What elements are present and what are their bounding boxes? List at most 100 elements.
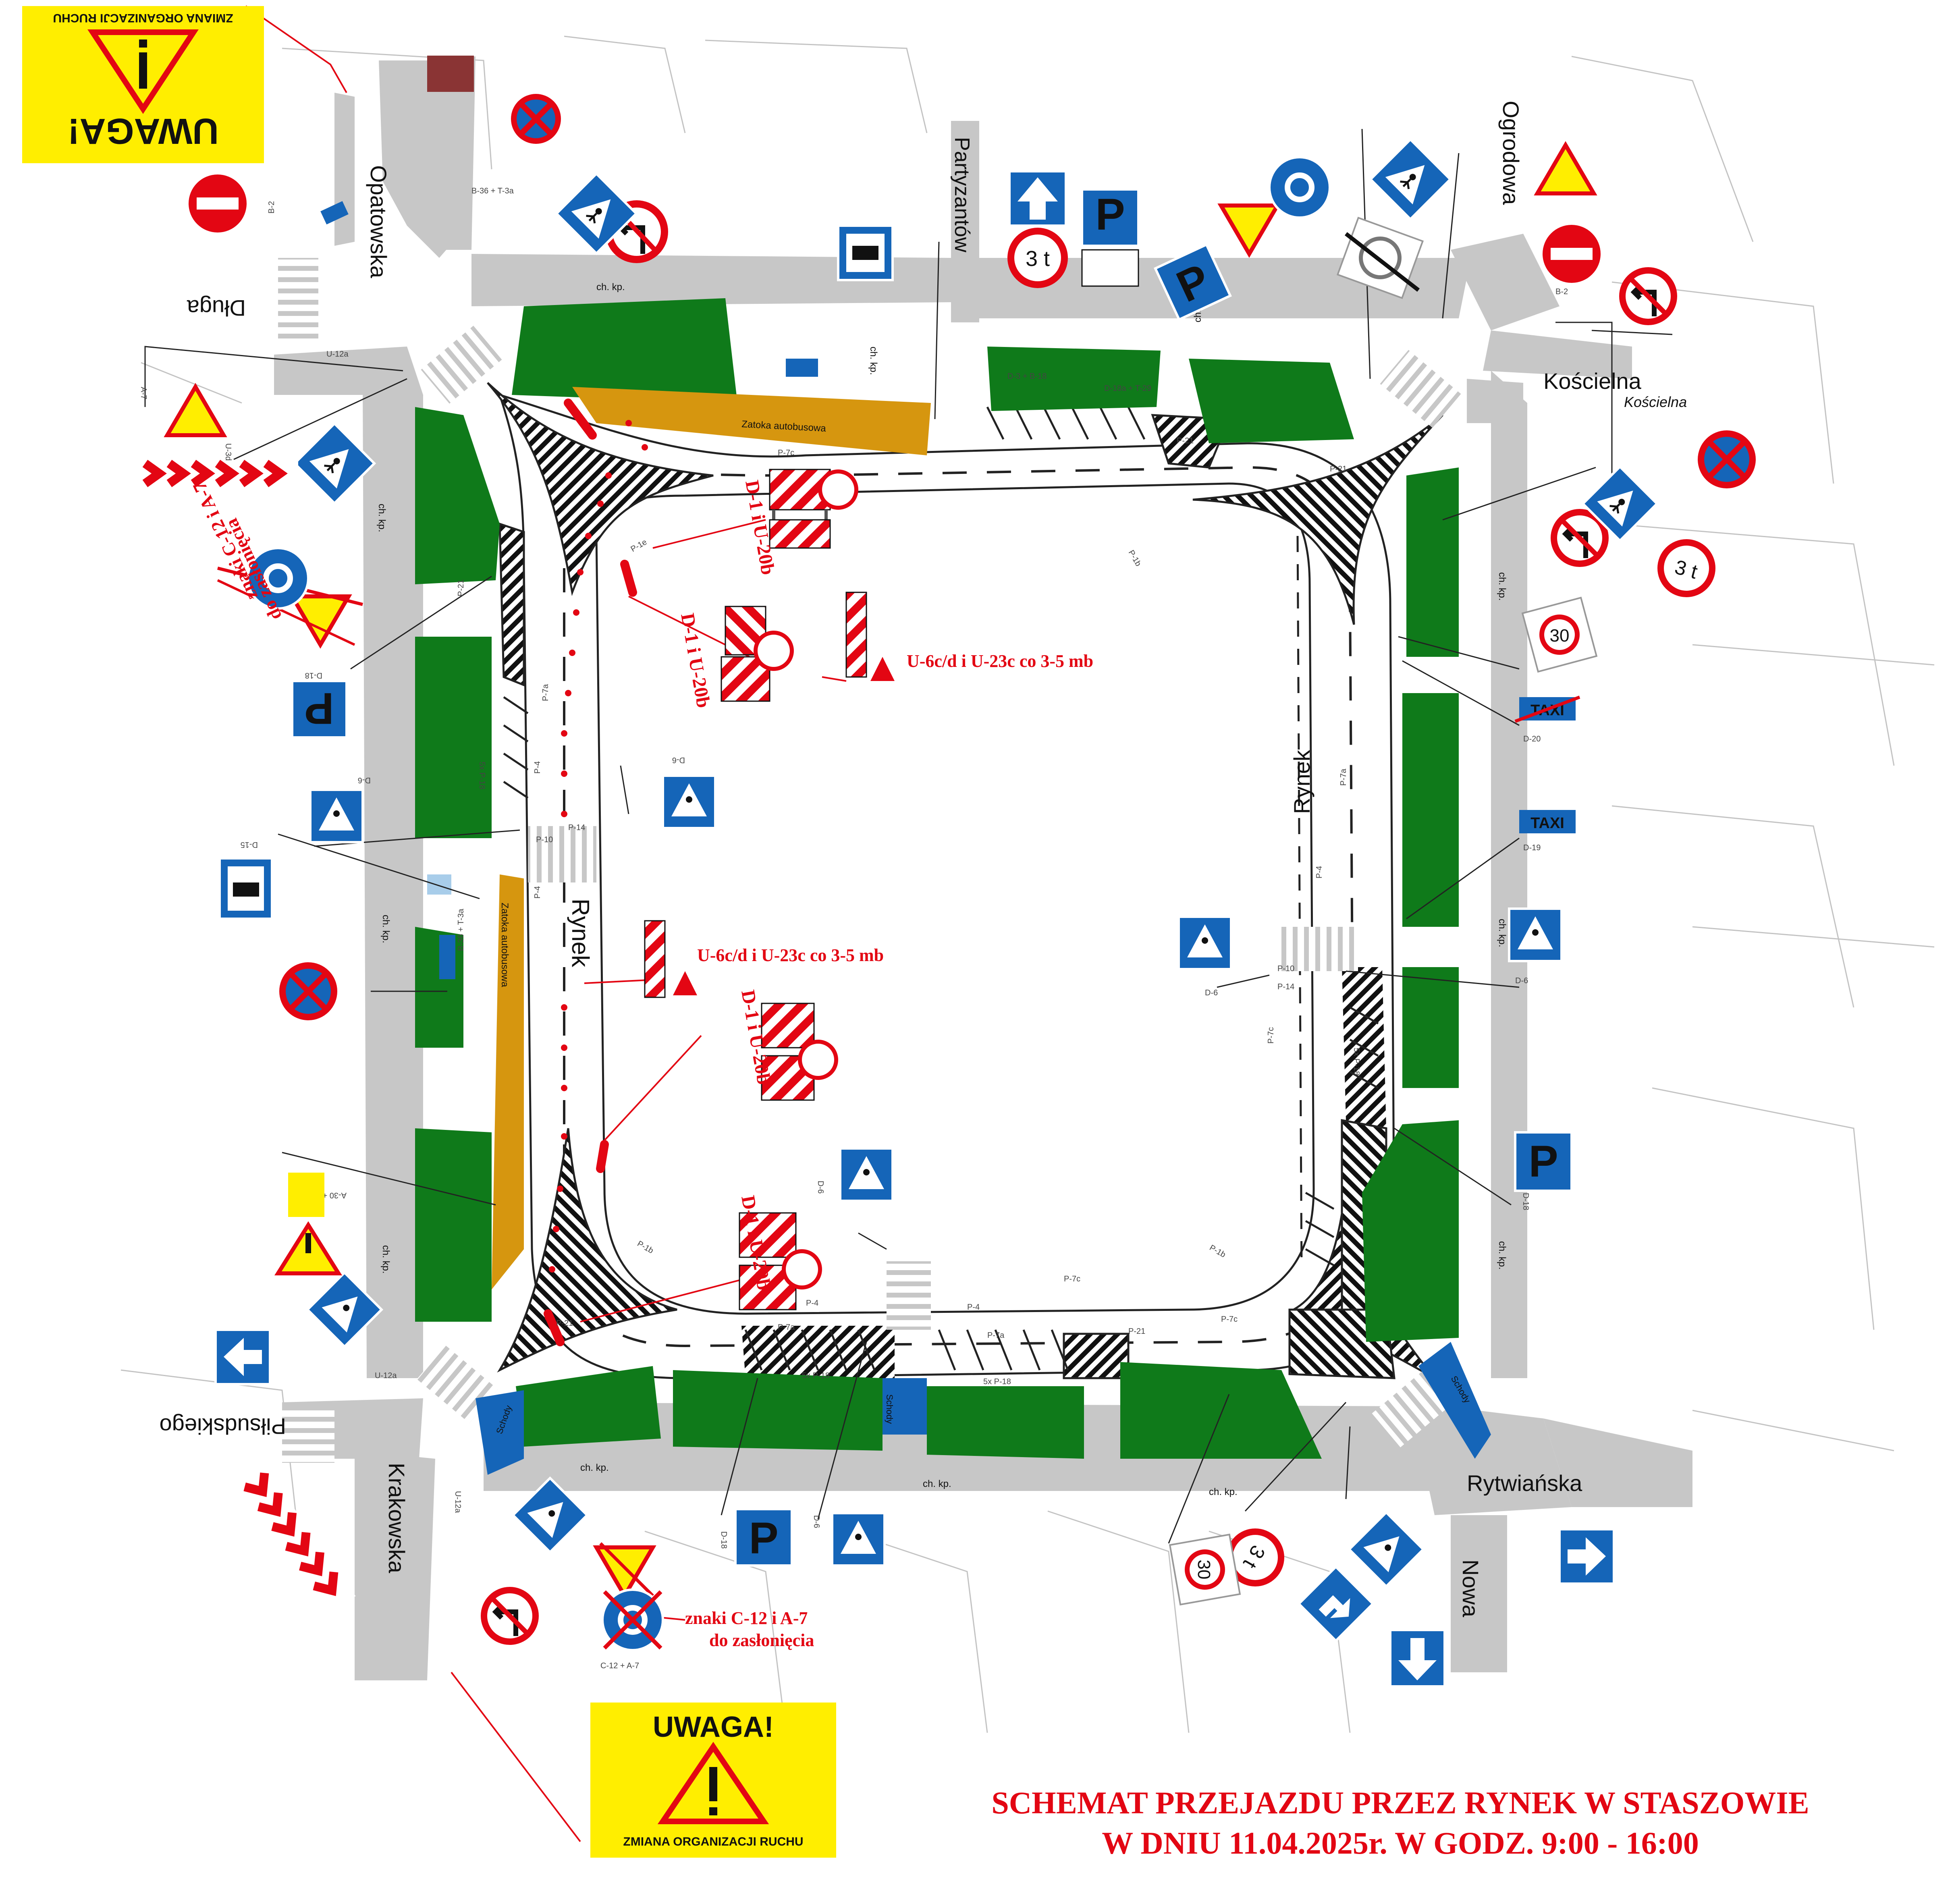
barrier-board-icon [761,1003,838,1101]
sign-code: P-4 [533,761,542,774]
weight-limit-value: 3 t [1026,247,1050,271]
street-label-rytwianska: Rytwiańska [1467,1470,1582,1496]
taxi-sign-icon: TAXI [1514,696,1580,723]
cross-out-line [599,1542,654,1597]
ring-road [498,393,1395,1379]
no-left-turn-sign-icon [1551,509,1609,567]
chevron-board-icon [139,460,298,487]
map-title: SCHEMAT PRZEJAZDU PRZEZ RYNEK W STASZOWI… [991,1785,1809,1860]
sign-code: D-18 [305,671,322,680]
yield-sign-icon [593,1545,656,1600]
sidewalk-label: ch. kp. [1497,1241,1508,1270]
warning-panel-bottom: UWAGA! ZMIANA ORGANIZACJI RUCHU [590,1703,836,1858]
covered-signs-annotation: do zasłonięcia [709,1630,814,1650]
no-stopping-sign-icon [1698,430,1756,488]
parking-sign-letter: P [1528,1137,1558,1186]
sign-code: U-12a [453,1491,462,1513]
sign-code: D-6 [1515,976,1528,985]
sign-code: D-6 [672,756,685,764]
disabled-parking-plate-icon [1081,249,1139,287]
sign-code: D-15 [241,840,258,849]
sign-code: D-6 [1205,988,1218,997]
sidewalk-label: ch. kp. [380,915,391,943]
weight-limit-sign-icon: 3 t [1657,539,1715,597]
arrow-right-sign-icon [1558,1528,1615,1585]
hatched-islands [487,382,1443,1379]
yield-sign-icon [1534,141,1597,195]
sign-code: P-7c [778,448,794,457]
street-label-partyzantow: Partyzantów [950,137,974,253]
pedestrian-crossing-sign-icon [511,1476,589,1554]
pedestrian-crossing-sign-icon [839,1147,894,1202]
sign-code: P-7c [1221,1315,1238,1324]
sign-code: 5x P-18 [802,1371,830,1380]
bus-bay-west-label: Zatoka autobusowa [499,903,510,987]
bus-bay-west [492,874,524,1289]
sign-code: A-7 [139,387,148,399]
stairs-south-label: Schody [885,1394,895,1424]
bus-bay-north [572,387,931,455]
chevron-board-icon [237,1464,356,1615]
sign-code: P-21 [1177,436,1194,445]
weight-limit-sign-icon: 3 t [1007,228,1068,288]
sign-code: P-7c [1064,1275,1080,1283]
sign-code: P-14 [1277,982,1294,991]
sidewalk-label: ch. kp. [380,1245,391,1274]
street-label-krakowska: Krakowska [384,1463,409,1574]
yield-sign-icon [289,594,352,649]
sign-code: D-18 [1521,1193,1530,1210]
barrier-board-icon [739,1212,822,1310]
sign-code: D-6 [358,776,371,785]
sign-code: 5x P-18 [983,1377,1011,1386]
sign-code: 5x P-18 [1352,1048,1361,1076]
arrow-down-sign-icon [1389,1629,1446,1688]
sign-code: D-6 [812,1515,821,1528]
no-left-turn-sign-icon [1619,267,1677,325]
ahead-only-sign-icon [1008,170,1067,227]
cross-out-line [217,579,355,646]
sign-code: P-7a [541,684,550,701]
cones-annotation: U-6c/d i U-23c co 3-5 mb [697,945,884,965]
street-labels: Opatowska Długa Partyzantów Ogrodowa Koś… [160,101,1687,1617]
title-line-1: SCHEMAT PRZEJAZDU PRZEZ RYNEK W STASZOWI… [991,1785,1809,1820]
taxi-sign-icon: TAXI [1519,810,1576,833]
warning-panel-subtitle: ZMIANA ORGANIZACJI RUCHU [623,1835,803,1848]
street-label-rynek: Rynek [567,899,594,968]
sidewalk-label: ch. kp. [580,1462,609,1473]
parking-sign-letter: P [304,683,334,733]
parking-sign-letter: P [749,1514,778,1563]
barrier-board-icon [721,606,794,702]
sign-code: B-2 [1555,287,1568,296]
sign-code: P-21 [1330,465,1347,473]
pedestrian-crossing-sign-icon [662,774,716,829]
arrow-left-sign-icon [214,1329,271,1385]
sign-code: D-18 [719,1531,728,1549]
bus-stop-sign-icon [218,857,273,920]
traffic-cone-icon [845,592,895,681]
sign-code: D-3 + B-18 [1007,372,1047,381]
sidewalk-label: ch. kp. [868,347,879,375]
blue-marker-north [320,201,349,224]
street-label-rynek-east: Rynek [1289,750,1314,814]
bus-stop-sign-icon [837,224,894,281]
street-label-pilsudskiego: Piłsudskiego [160,1414,286,1439]
roundabout-sign-icon [247,547,309,610]
speed-limit-value: 30 [1194,1560,1214,1580]
sign-code: P-7c [1267,1027,1275,1044]
street-label-dluga: Długa [187,295,246,321]
traffic-cone-icon [644,920,697,998]
pedestrian-crossing-sign-icon [1347,1510,1425,1588]
warning-panel-heading: UWAGA! [653,1711,774,1743]
sidewalk-label: ch. kp. [923,1478,951,1489]
street-label-ogrodowa: Ogrodowa [1498,101,1524,205]
sign-code: D-18a + T-29 [1104,384,1151,393]
sign-code: P-7a [1339,768,1348,786]
green-areas [415,298,1459,1459]
sidewalk-label: ch. kp. [1497,572,1508,601]
sign-code: P-4 [1315,866,1324,878]
covered-signs-annotation: znaki C-12 i A-7 [685,1608,808,1628]
sign-code: P-21 [457,579,465,596]
speed-limit-sign-icon: 30 [1521,596,1598,673]
